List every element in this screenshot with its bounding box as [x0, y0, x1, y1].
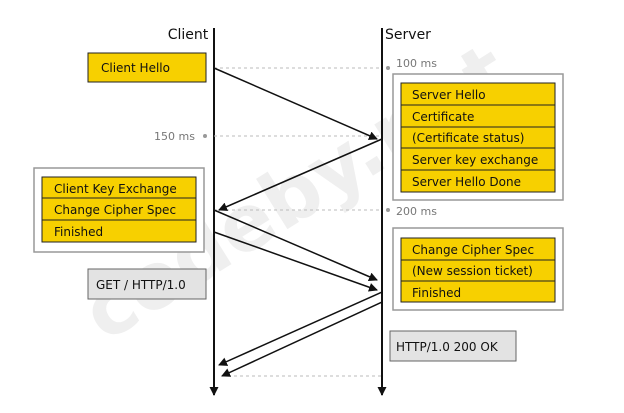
server-hello-done-item-box: [400, 169, 556, 193]
timing-label-200: 200 ms: [396, 205, 437, 218]
client-key-exchange-item: Client Key Exchange: [54, 182, 177, 196]
certificate-status-item: (Certificate status): [412, 131, 524, 145]
client-hello-label: Client Hello: [101, 61, 170, 75]
client-finished-item: Finished: [54, 225, 103, 239]
server-hello-done-item: Server Hello Done: [412, 175, 521, 189]
server-hello-item: Server Hello: [412, 88, 486, 102]
server-change-cipher-item: Change Cipher Spec: [412, 243, 534, 257]
server-finished-item: Finished: [412, 286, 461, 300]
get-request-label: GET / HTTP/1.0: [96, 278, 186, 292]
http-response-box: [389, 330, 517, 362]
server-key-exchange-item: Server key exchange: [412, 153, 538, 167]
certificate-item: Certificate: [412, 110, 474, 124]
client-title: Client: [168, 27, 209, 43]
arrow-http-response: [221, 301, 383, 377]
arrow-client-hello: [213, 67, 378, 140]
timing-dot-150: [203, 134, 207, 138]
arrow-client-key-exchange: [213, 209, 378, 281]
arrow-server-hello: [218, 138, 383, 211]
timing-dot-100: [386, 66, 390, 70]
timing-dot-200: [386, 208, 390, 212]
timing-label-100: 100 ms: [396, 57, 437, 70]
client-hello-box: [87, 52, 207, 83]
server-hello-group: Server Hello Certificate (Certificate st…: [400, 82, 556, 193]
client-key-group: Client Key Exchange Change Cipher Spec F…: [41, 176, 197, 243]
get-request-box: [87, 268, 207, 300]
new-session-ticket-item: (New session ticket): [412, 264, 533, 278]
client-change-cipher-item: Change Cipher Spec: [54, 203, 176, 217]
http-response-label: HTTP/1.0 200 OK: [396, 340, 499, 354]
arrow-server-finished: [218, 291, 383, 366]
server-title: Server: [385, 27, 431, 43]
client-finished-item-box: [41, 219, 197, 243]
server-finished-item-box: [400, 280, 556, 303]
arrow-get-request: [213, 231, 378, 292]
timing-label-150: 150 ms: [154, 130, 195, 143]
server-finish-group: Change Cipher Spec (New session ticket) …: [400, 237, 556, 303]
